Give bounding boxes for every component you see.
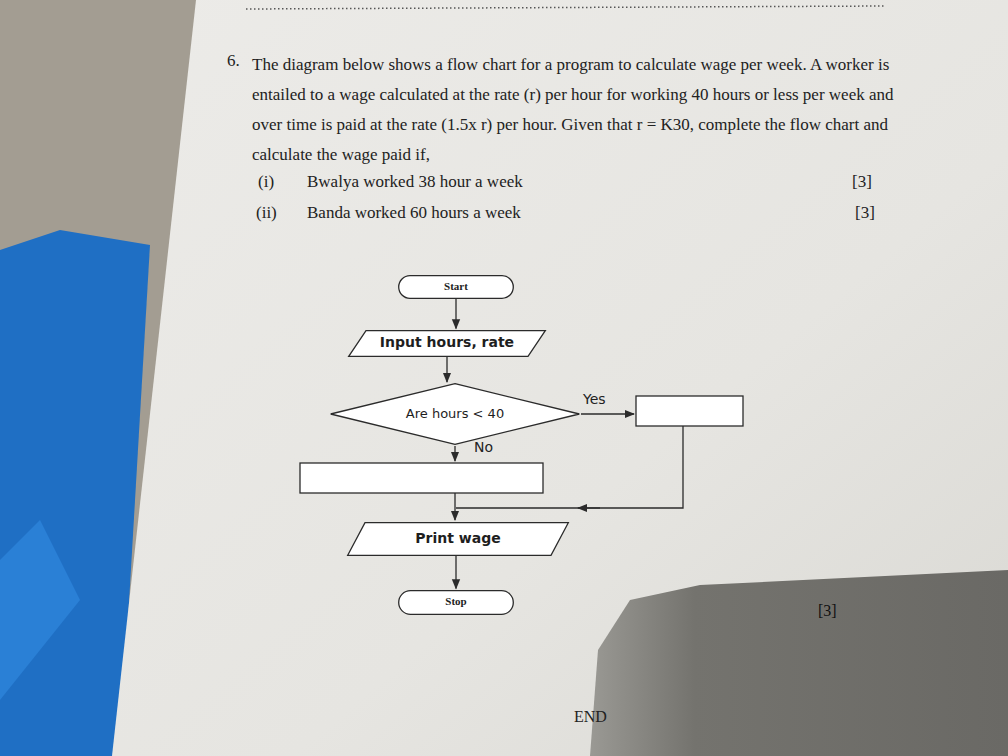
cloth-fold bbox=[0, 520, 80, 700]
hand-shadow bbox=[590, 570, 1008, 756]
shape-outline bbox=[399, 590, 514, 614]
marks: [3] bbox=[852, 171, 872, 193]
flow-arrow bbox=[455, 556, 456, 589]
marks: [3] bbox=[818, 600, 837, 622]
stop-terminal: Stop bbox=[398, 590, 514, 615]
flow-arrow bbox=[455, 299, 456, 329]
decision-diamond: Are hours < 40 bbox=[330, 383, 580, 445]
node-text-group: Are hours < 40 bbox=[406, 406, 504, 422]
yes-arrow bbox=[581, 413, 634, 414]
part-number: (ii) bbox=[256, 202, 277, 224]
marks: [3] bbox=[855, 202, 875, 224]
node-text: Input hours, rate bbox=[380, 334, 514, 352]
input-parallelogram: Input hours, rate bbox=[348, 330, 546, 357]
node-text: Start bbox=[444, 280, 468, 294]
part-text: Bwalya worked 38 hour a week bbox=[307, 171, 523, 193]
shape-outline bbox=[331, 384, 580, 445]
shape-outline bbox=[348, 523, 569, 556]
node-text-group: Input hours, rate bbox=[380, 334, 514, 352]
end-label: END bbox=[574, 706, 607, 728]
part-text: Banda worked 60 hours a week bbox=[307, 202, 521, 224]
node-text-group: Stop bbox=[445, 595, 466, 609]
node-text: Print wage bbox=[415, 530, 500, 548]
part-number: (i) bbox=[258, 171, 274, 193]
dotted-answer-line bbox=[246, 6, 886, 9]
paper-sheet bbox=[112, 0, 1008, 756]
down-arrow bbox=[454, 493, 455, 520]
no-arrow bbox=[454, 446, 455, 461]
start-terminal: Start bbox=[398, 275, 514, 299]
shape-outline bbox=[349, 330, 546, 356]
node-text: Stop bbox=[445, 595, 466, 609]
node-text: Are hours < 40 bbox=[406, 406, 504, 422]
merge-arrowhead bbox=[578, 507, 600, 508]
node-text-group: Start bbox=[444, 280, 468, 294]
empty-process-box bbox=[300, 463, 543, 493]
node-text-group: Print wage bbox=[415, 530, 500, 548]
shape-outline bbox=[399, 276, 514, 299]
empty-process-box bbox=[636, 396, 743, 426]
question-text: The diagram below shows a flow chart for… bbox=[252, 50, 912, 170]
flow-arrow bbox=[446, 357, 447, 383]
branch-label: Yes bbox=[583, 388, 606, 410]
output-parallelogram: Print wage bbox=[347, 522, 569, 556]
question-number: 6. bbox=[227, 50, 240, 72]
